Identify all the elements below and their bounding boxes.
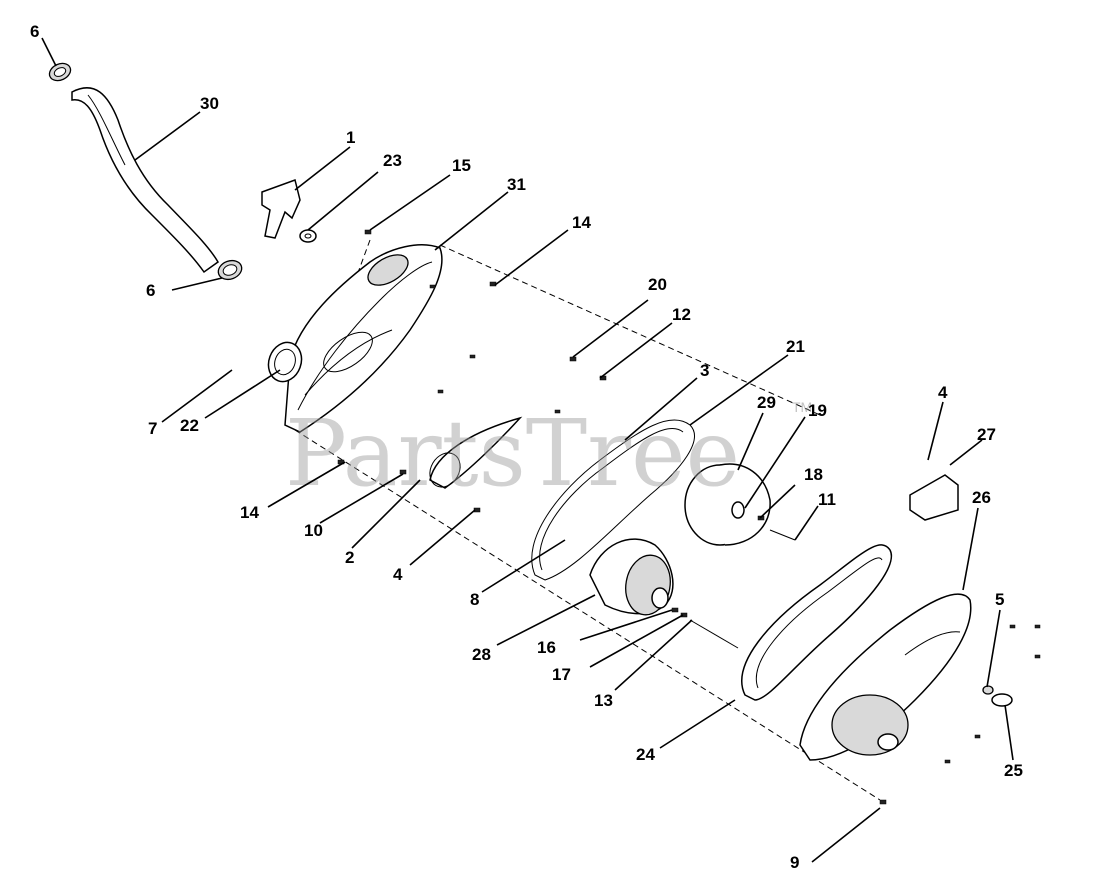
hose-clamp-bottom [217, 259, 243, 281]
callout-26: 26 [972, 488, 991, 507]
watermark-tm: TM [792, 399, 812, 415]
callout-7: 7 [148, 419, 157, 438]
callout-31: 31 [507, 175, 526, 194]
callout-16: 16 [537, 638, 556, 657]
callout-5: 5 [995, 590, 1004, 609]
bracket-part [261, 179, 301, 239]
callout-3: 3 [700, 361, 709, 380]
driven-clutch-part [684, 463, 771, 546]
plug-part [982, 685, 1013, 707]
drive-belt-part [741, 544, 893, 701]
callout-30: 30 [200, 94, 219, 113]
callout-2: 2 [345, 548, 354, 567]
leader-lines [41, 37, 1014, 863]
callout-14a: 14 [240, 503, 259, 522]
hose-clamp-top [48, 62, 72, 82]
callout-22: 22 [180, 416, 199, 435]
hose-tube-part [71, 87, 219, 274]
drive-clutch-part [589, 538, 674, 616]
callout-20: 20 [648, 275, 667, 294]
vent-cover-part [909, 474, 959, 521]
callout-24: 24 [636, 745, 655, 764]
gasket-part [429, 416, 523, 489]
inner-cover-part [284, 244, 443, 433]
callout-25: 25 [1004, 761, 1023, 780]
callout-27: 27 [977, 425, 996, 444]
callout-29: 29 [757, 393, 776, 412]
callout-12: 12 [672, 305, 691, 324]
callout-6a: 6 [30, 22, 39, 41]
callout-18: 18 [804, 465, 823, 484]
callout-21: 21 [786, 337, 805, 356]
hardware-bolts [337, 229, 1041, 805]
cover-gasket-part [531, 419, 695, 581]
callout-6b: 6 [146, 281, 155, 300]
callout-4b: 4 [938, 383, 948, 402]
callout-19: 19 [808, 401, 827, 420]
callout-labels: 1 2 3 4 4 5 6 6 7 8 9 10 11 12 13 14 14 … [30, 22, 1023, 872]
callout-1: 1 [346, 128, 355, 147]
callout-4a: 4 [393, 565, 403, 584]
washer-part [299, 229, 317, 243]
callout-9: 9 [790, 853, 799, 872]
outer-cover-part [799, 593, 972, 761]
callout-23: 23 [383, 151, 402, 170]
callout-11: 11 [818, 490, 836, 509]
callout-8: 8 [470, 590, 479, 609]
callout-28: 28 [472, 645, 491, 664]
callout-17: 17 [552, 665, 571, 684]
callout-14b: 14 [572, 213, 591, 232]
callout-10: 10 [304, 521, 323, 540]
watermark-text: PartsTree [285, 400, 740, 507]
callout-13: 13 [594, 691, 613, 710]
callout-15: 15 [452, 156, 471, 175]
